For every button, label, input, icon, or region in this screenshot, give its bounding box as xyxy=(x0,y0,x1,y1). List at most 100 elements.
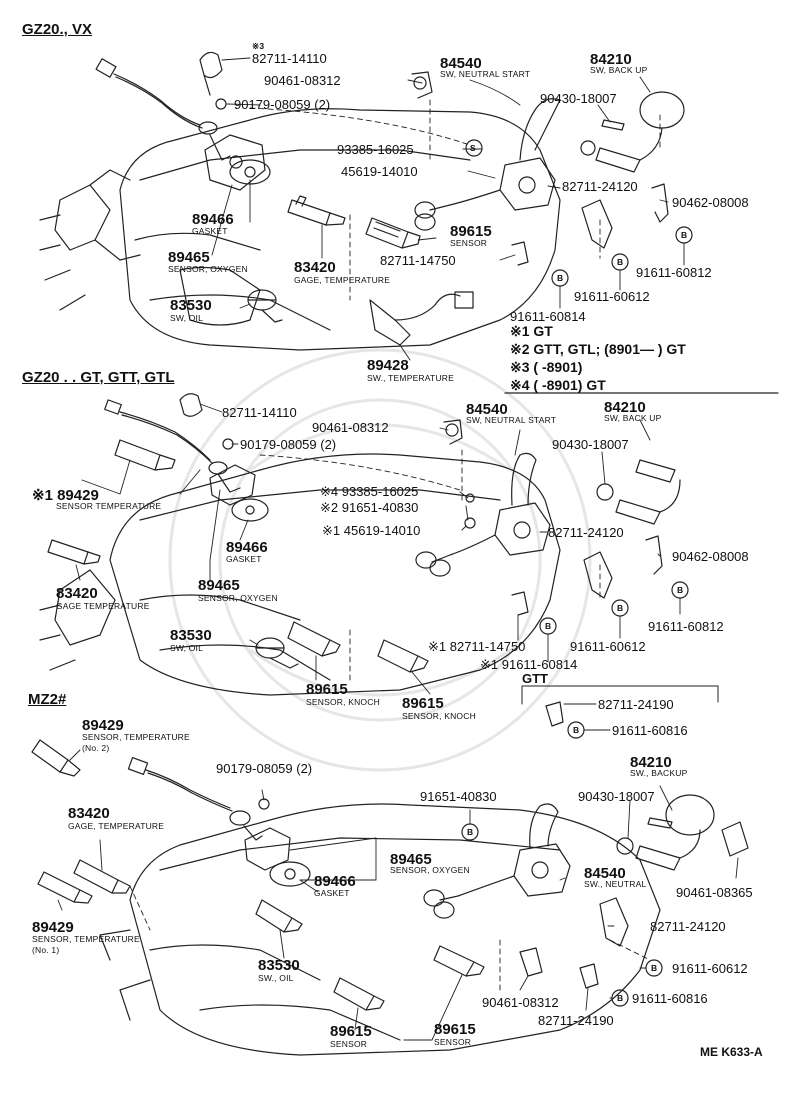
label-mz2-sw-oil: SW., OIL xyxy=(258,973,294,983)
label-90461-08312: 90461-08312 xyxy=(264,73,341,88)
label-sw-neutral-start: SW, NEUTRAL START xyxy=(440,69,531,79)
temperature-sensor-89429-gt-part xyxy=(114,439,176,471)
label-mz2-sw-backup: SW., BACKUP xyxy=(630,768,688,778)
label-mz2-82711-24190: 82711-24190 xyxy=(538,1013,614,1028)
label-gasket: GASKET xyxy=(192,226,228,236)
label-91611-60812: 91611-60812 xyxy=(636,265,712,280)
label-83530: 83530 xyxy=(170,297,212,314)
oxygen-sensor-wire-gz20-vx xyxy=(95,58,231,161)
label-89465: 89465 xyxy=(168,249,210,266)
label-mz2-89465: 89465 xyxy=(390,851,432,868)
label-mz2-83420: 83420 xyxy=(68,805,110,822)
knock-sensor-b-gt-part xyxy=(377,639,429,673)
label-mz2-91611-60816: 91611-60816 xyxy=(632,991,708,1006)
mark-gt-b-1: B xyxy=(677,585,684,595)
leaders-section2 xyxy=(75,403,681,695)
oil-switch-83530-part xyxy=(247,289,283,323)
label-84210: 84210 xyxy=(590,51,632,68)
label-mz2-90179-08059: 90179-08059 (2) xyxy=(216,761,313,776)
label-89466: 89466 xyxy=(192,211,234,228)
label-82711-14110: 82711-14110 xyxy=(252,51,327,66)
neutral-start-switch-84540-gt-part xyxy=(415,452,551,577)
label-mz2-90461-08365: 90461-08365 xyxy=(676,885,753,900)
label-mz2-82711-24120: 82711-24120 xyxy=(650,919,726,934)
neutral-switch-84540-mz2-part xyxy=(423,803,571,919)
label-gt-83420: 83420 xyxy=(56,585,98,602)
mark-mz2-b-1: B xyxy=(467,827,474,837)
label-gt-gasket: GASKET xyxy=(226,554,262,564)
label-gt-89615-b: 89615 xyxy=(402,695,444,712)
sensor-89615-part xyxy=(365,217,421,249)
label-90430-18007: 90430-18007 xyxy=(540,91,617,106)
leaders-section1 xyxy=(211,57,685,361)
exhaust-flange-gz20-vx xyxy=(204,134,271,191)
label-mz2-84540: 84540 xyxy=(584,865,626,882)
label-sw-temperature: SW., TEMPERATURE xyxy=(367,373,454,383)
label-mz2-91651-40830: 91651-40830 xyxy=(420,789,497,804)
mark-s: S xyxy=(470,143,476,153)
label-gt-sw-oil: SW, OIL xyxy=(170,643,204,653)
label-mz2-91611-60612: 91611-60612 xyxy=(672,961,748,976)
label-mz2-gage-temperature: GAGE, TEMPERATURE xyxy=(68,821,165,831)
label-gt-sensor-knoch-a: SENSOR, KNOCH xyxy=(306,697,380,707)
note-2: ※2 GTT, GTL; (8901— ) GT xyxy=(510,341,686,357)
label-mz2-no2: (No. 2) xyxy=(82,743,110,753)
nut-90179-08059-gt xyxy=(222,438,234,450)
label-84540: 84540 xyxy=(440,55,482,72)
label-mz2-sensor-oxygen: SENSOR, OXYGEN xyxy=(390,865,470,875)
marks-section1 xyxy=(465,139,693,287)
label-91611-60814: 91611-60814 xyxy=(510,309,586,324)
label-sw-oil: SW, OIL xyxy=(170,313,204,323)
label-gt-sensor-oxygen: SENSOR, OXYGEN xyxy=(198,593,278,603)
leaders-section3 xyxy=(57,749,739,1041)
mark-gt-b-3: B xyxy=(545,621,552,631)
label-mz2-sensor-temperature-top: SENSOR, TEMPERATURE xyxy=(82,732,190,742)
label-mz2-sensor-a: SENSOR xyxy=(330,1039,368,1049)
label-mz2-sensor-temperature-bot: SENSOR, TEMPERATURE xyxy=(32,934,140,944)
label-gt-82711-24120: 82711-24120 xyxy=(548,525,624,540)
label-gt-90430-18007: 90430-18007 xyxy=(552,437,629,452)
label-gt-82711-14110: 82711-14110 xyxy=(222,405,297,420)
oxygen-sensor-wire-mz2 xyxy=(127,757,270,841)
label-gt-sw-back-up: SW, BACK UP xyxy=(604,413,662,423)
temperature-switch-89428-part xyxy=(369,291,474,346)
mark-b-2: B xyxy=(617,257,624,267)
label-sw-back-up: SW, BACK UP xyxy=(590,65,648,75)
label-gt-gage-temperature: GAGE TEMPERATURE xyxy=(56,601,150,611)
mark-mz2-b-3: B xyxy=(617,993,624,1003)
label-83420: 83420 xyxy=(294,259,336,276)
label-mz2-gasket: GASKET xyxy=(314,888,350,898)
clamp-82711-14110 xyxy=(199,51,223,96)
note-1: ※1 GT xyxy=(510,323,553,339)
label-89615: 89615 xyxy=(450,223,492,240)
gtt-clip-part xyxy=(545,701,611,739)
brackets-gz20-gt xyxy=(443,419,663,616)
label-mz2-89429-top: 89429 xyxy=(82,717,124,734)
label-gt-91651-40830: ※2 91651-40830 xyxy=(320,500,419,515)
marks-section3 xyxy=(461,823,663,1007)
diagram-code: ME K633-A xyxy=(700,1045,763,1059)
footnote-mark-3: ※3 xyxy=(252,41,265,51)
label-mz2-89429-bot: 89429 xyxy=(32,919,74,936)
label-gt-sw-neutral-start: SW, NEUTRAL START xyxy=(466,415,557,425)
brackets-mz2 xyxy=(519,897,629,989)
label-gt-91611-60812: 91611-60812 xyxy=(648,619,724,634)
label-gt-89429: ※1 89429 xyxy=(32,487,99,504)
clamp-82711-14110-gt xyxy=(179,393,203,417)
gage-temperature-83420-part xyxy=(287,195,346,226)
label-gt-sensor-knoch-b: SENSOR, KNOCH xyxy=(402,711,476,721)
label-gtt-82711-24190: 82711-24190 xyxy=(598,697,674,712)
mark-b-3: B xyxy=(557,273,564,283)
label-91611-60612: 91611-60612 xyxy=(574,289,650,304)
back-up-switch-84210-part xyxy=(580,91,685,173)
label-gt-91611-60612: 91611-60612 xyxy=(570,639,646,654)
label-sensor-oxygen: SENSOR, OXYGEN xyxy=(168,264,248,274)
temperature-sensor-89429-no2-part xyxy=(31,739,81,777)
gage-temperature-83420-mz2-part xyxy=(73,859,131,894)
label-gtt-91611-60816: 91611-60816 xyxy=(612,723,688,738)
label-93385-16025: 93385-16025 xyxy=(337,142,414,157)
mark-b-1: B xyxy=(681,230,688,240)
label-gtt: GTT xyxy=(522,671,548,686)
label-gt-89615-a: 89615 xyxy=(306,681,348,698)
